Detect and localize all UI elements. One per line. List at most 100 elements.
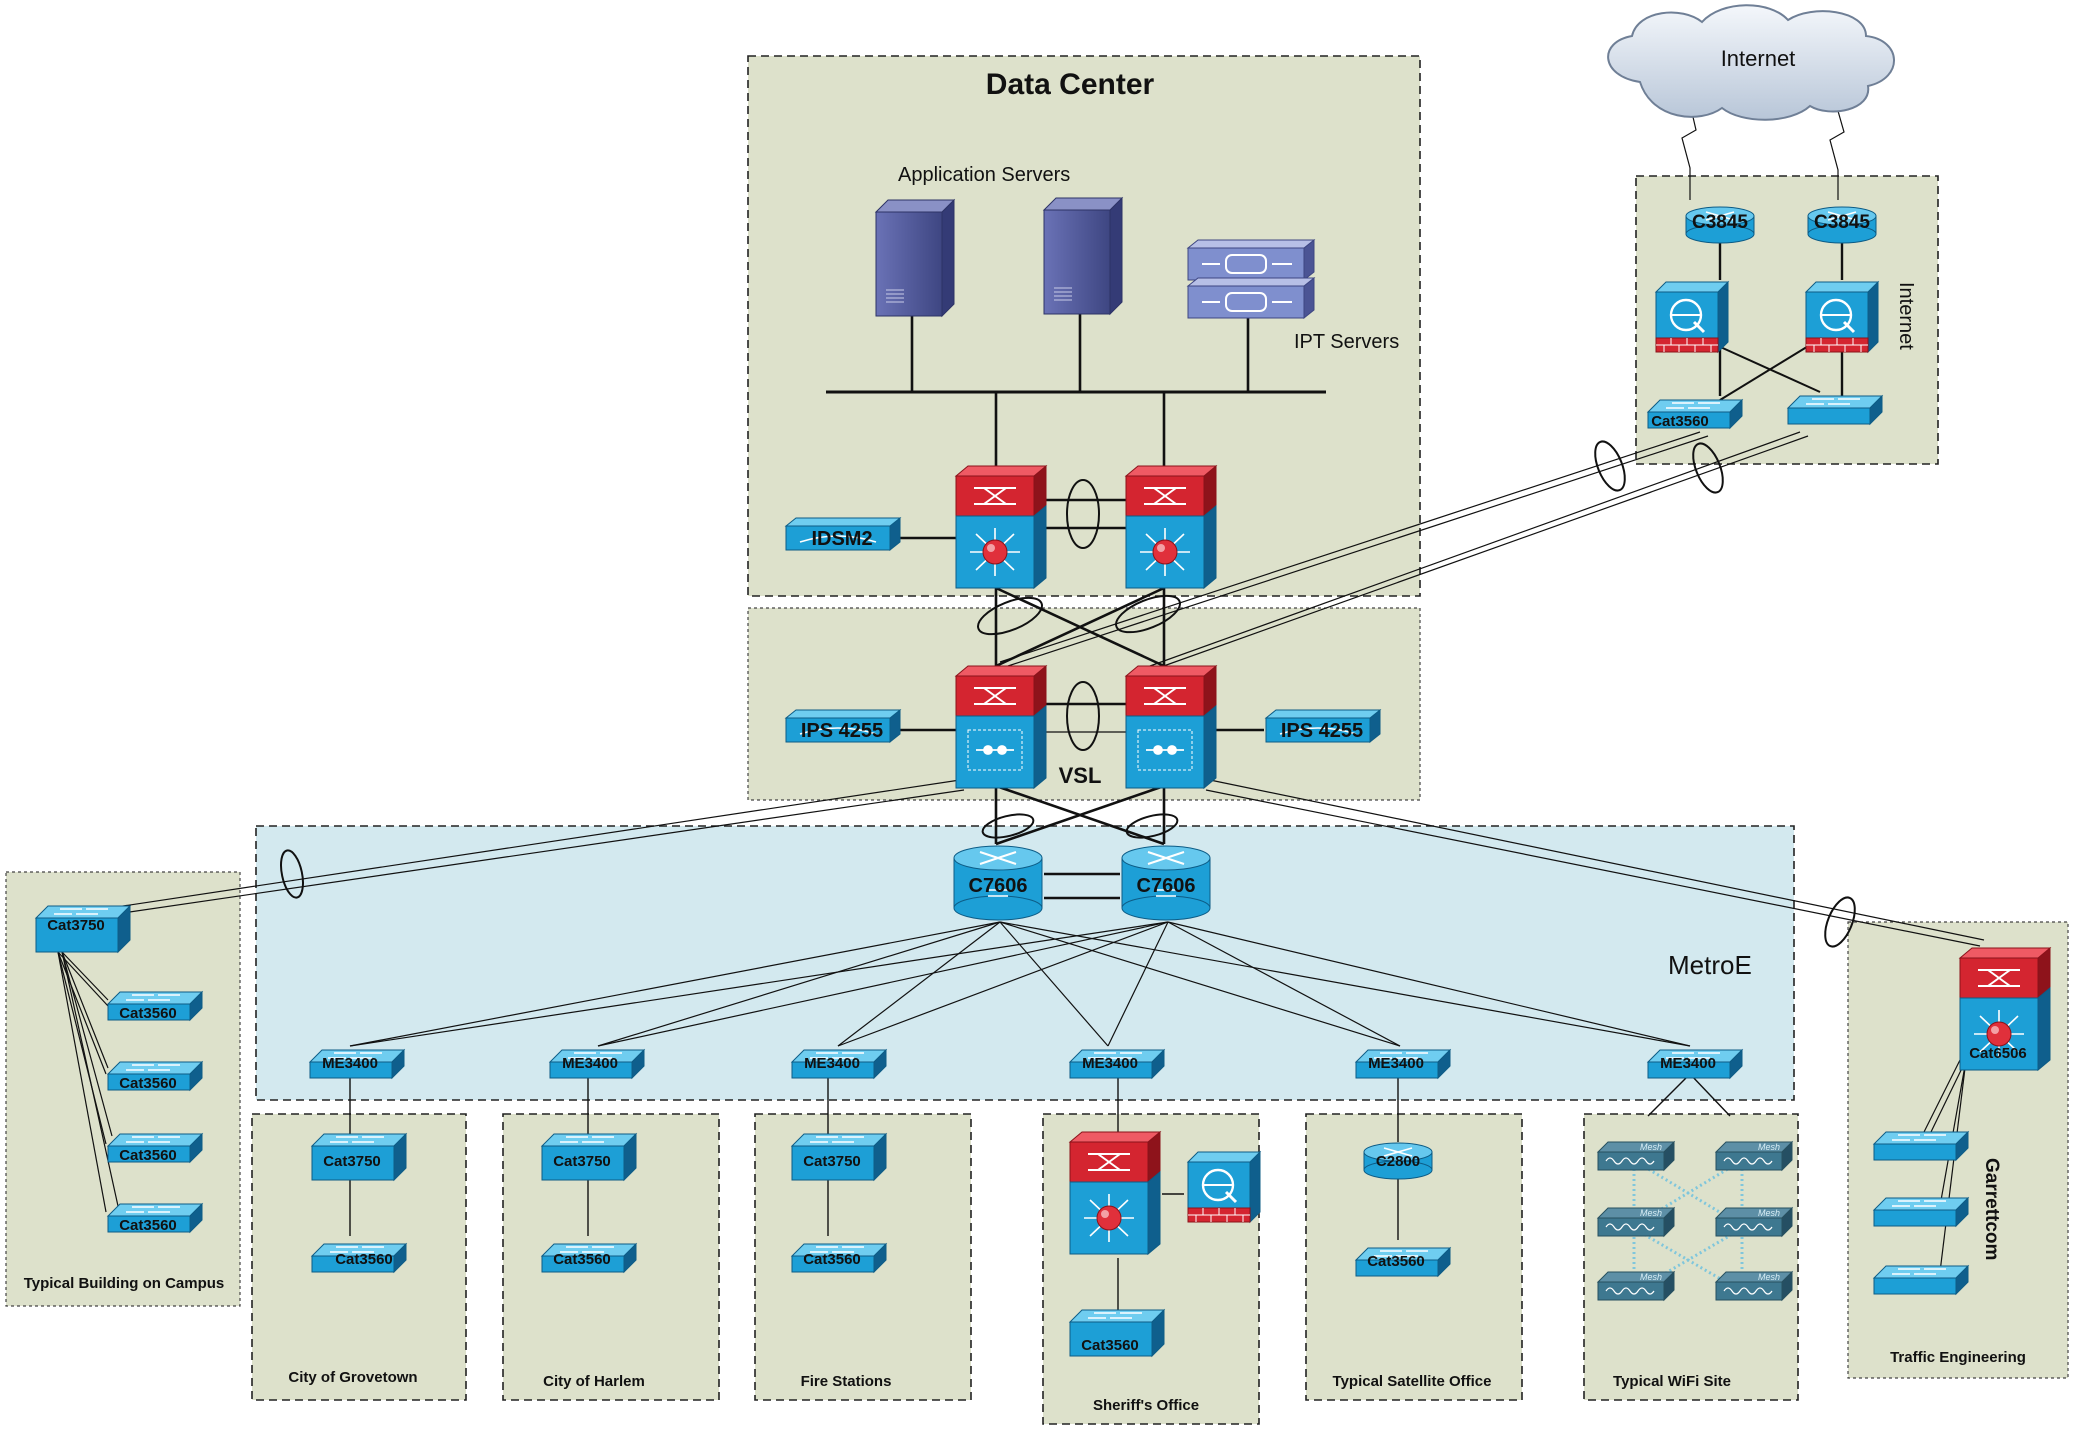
mesh-ap-4[interactable] — [1715, 1207, 1793, 1237]
internet-cat3560-left[interactable]: Cat3560 — [1647, 399, 1743, 430]
garrettcom-label: Garrettcom — [1981, 1158, 2002, 1260]
mesh-label-6: Mesh — [1758, 1272, 1780, 1282]
me3400-fire[interactable]: ME3400 — [791, 1049, 887, 1079]
c7606-left[interactable]: C7606 — [953, 845, 1043, 921]
mesh-ap-5[interactable] — [1597, 1271, 1675, 1301]
c3845-left-label: C3845 — [1692, 212, 1748, 233]
grovetown-cat3560[interactable]: Cat3560 — [311, 1243, 407, 1273]
c3845-right-label: C3845 — [1814, 212, 1870, 233]
me3400-satellite[interactable]: ME3400 — [1355, 1049, 1451, 1079]
me3400-sheriff[interactable]: ME3400 — [1069, 1049, 1165, 1079]
fire-cat3750-label: Cat3750 — [803, 1153, 861, 1170]
ips4255-right-label: IPS 4255 — [1281, 720, 1363, 742]
cat6506-switch[interactable]: Cat6506 — [1959, 947, 2051, 1071]
cat6506-label: Cat6506 — [1969, 1045, 2027, 1062]
etherchannel-dc-core-left — [977, 596, 1043, 636]
fire-cat3560-label: Cat3560 — [803, 1251, 861, 1268]
traffic-switch-3[interactable] — [1873, 1265, 1969, 1295]
campus-cat3560-4-label: Cat3560 — [119, 1217, 177, 1234]
ips4255-left[interactable]: IPS 4255 — [785, 709, 901, 743]
sheriff-firewall[interactable] — [1186, 1150, 1262, 1224]
etherchannel-core-metro-right — [1125, 813, 1179, 839]
idsm2-label: IDSM2 — [811, 528, 872, 550]
c3845-left[interactable]: C3845 — [1685, 206, 1755, 244]
me3400-fire-label: ME3400 — [804, 1055, 860, 1072]
mesh-ap-1[interactable] — [1597, 1141, 1675, 1171]
vsl-label: VSL — [1059, 763, 1102, 788]
ipt-server-2[interactable] — [1187, 277, 1315, 319]
sheriff-switch[interactable] — [1069, 1131, 1161, 1255]
dc-switch-left[interactable] — [955, 465, 1047, 589]
fire-cat3560[interactable]: Cat3560 — [791, 1243, 887, 1273]
internet-cat3560-left-label: Cat3560 — [1651, 413, 1709, 430]
etherchannel-vsl — [1066, 681, 1100, 751]
c7606-left-label: C7606 — [969, 875, 1028, 897]
etherchannel-dc-core-right — [1115, 594, 1181, 634]
traffic-switch-2[interactable] — [1873, 1197, 1969, 1227]
me3400-wifi[interactable]: ME3400 — [1647, 1049, 1743, 1079]
grovetown-label: City of Grovetown — [288, 1369, 417, 1386]
app-server-2[interactable] — [1043, 197, 1123, 315]
mesh-ap-6[interactable] — [1715, 1271, 1793, 1301]
ipt-servers-label: IPT Servers — [1294, 331, 1399, 353]
grovetown-cat3560-label: Cat3560 — [335, 1251, 393, 1268]
etherchannel-campus — [280, 849, 304, 899]
harlem-cat3750[interactable]: Cat3750 — [541, 1133, 637, 1181]
core-switch-left[interactable] — [955, 665, 1047, 789]
mesh-ap-3[interactable] — [1597, 1207, 1675, 1237]
campus-cat3560-3-label: Cat3560 — [119, 1147, 177, 1164]
satellite-label: Typical Satellite Office — [1333, 1373, 1492, 1390]
me3400-harlem[interactable]: ME3400 — [549, 1049, 645, 1079]
satellite-cat3560[interactable]: Cat3560 — [1355, 1247, 1451, 1277]
c7606-right-label: C7606 — [1137, 875, 1196, 897]
internet-switch-right[interactable] — [1787, 395, 1883, 425]
fire-cat3750[interactable]: Cat3750 — [791, 1133, 887, 1181]
internet-cloud-icon: Internet — [1607, 4, 1895, 121]
mesh-label-1: Mesh — [1640, 1142, 1662, 1152]
campus-cat3560-2[interactable]: Cat3560 — [107, 1061, 203, 1092]
grovetown-cat3750[interactable]: Cat3750 — [311, 1133, 407, 1181]
firewall-right[interactable] — [1804, 280, 1880, 354]
traffic-switch-1[interactable] — [1873, 1131, 1969, 1161]
app-server-1[interactable] — [875, 199, 955, 317]
grovetown-cat3750-label: Cat3750 — [323, 1153, 381, 1170]
campus-cat3750[interactable]: Cat3750 — [35, 905, 131, 953]
etherchannel-internet-right — [1692, 442, 1724, 494]
sheriff-label: Sheriff's Office — [1093, 1397, 1199, 1414]
fire-label: Fire Stations — [801, 1373, 892, 1390]
me3400-grovetown-label: ME3400 — [322, 1055, 378, 1072]
mesh-labels: Mesh Mesh Mesh Mesh Mesh Mesh — [1640, 1142, 1780, 1282]
campus-cat3560-2-label: Cat3560 — [119, 1075, 177, 1092]
firewall-left[interactable] — [1654, 280, 1730, 354]
ips4255-left-label: IPS 4255 — [801, 720, 883, 742]
wifi-label: Typical WiFi Site — [1613, 1373, 1731, 1390]
me3400-grovetown[interactable]: ME3400 — [309, 1049, 405, 1079]
core-switch-right[interactable] — [1125, 665, 1217, 789]
application-servers-label: Application Servers — [898, 164, 1070, 186]
links — [57, 103, 1985, 1310]
campus-cat3560-4[interactable]: Cat3560 — [107, 1203, 203, 1234]
traffic-label: Traffic Engineering — [1890, 1349, 2026, 1366]
etherchannel-core-metro-left — [981, 813, 1035, 839]
harlem-cat3560[interactable]: Cat3560 — [541, 1243, 637, 1273]
sheriff-cat3560[interactable]: Cat3560 — [1069, 1309, 1165, 1357]
me3400-harlem-label: ME3400 — [562, 1055, 618, 1072]
mesh-ap-2[interactable] — [1715, 1141, 1793, 1171]
internet-cloud-label: Internet — [1721, 46, 1796, 71]
me3400-wifi-label: ME3400 — [1660, 1055, 1716, 1072]
idsm2-appliance[interactable]: IDSM2 — [785, 517, 901, 551]
campus-cat3560-3[interactable]: Cat3560 — [107, 1133, 203, 1164]
dc-switch-right[interactable] — [1125, 465, 1217, 589]
data-center-title: Data Center — [986, 68, 1155, 101]
campus-cat3560-1[interactable]: Cat3560 — [107, 991, 203, 1022]
mesh-label-2: Mesh — [1758, 1142, 1780, 1152]
mesh-label-4: Mesh — [1758, 1208, 1780, 1218]
c3845-right[interactable]: C3845 — [1807, 206, 1877, 244]
mesh-label-5: Mesh — [1640, 1272, 1662, 1282]
ips4255-right[interactable]: IPS 4255 — [1265, 709, 1381, 743]
me3400-satellite-label: ME3400 — [1368, 1055, 1424, 1072]
c7606-right[interactable]: C7606 — [1121, 845, 1211, 921]
satellite-c2800[interactable]: C2800 — [1363, 1142, 1433, 1180]
ipt-server-1[interactable] — [1187, 239, 1315, 281]
